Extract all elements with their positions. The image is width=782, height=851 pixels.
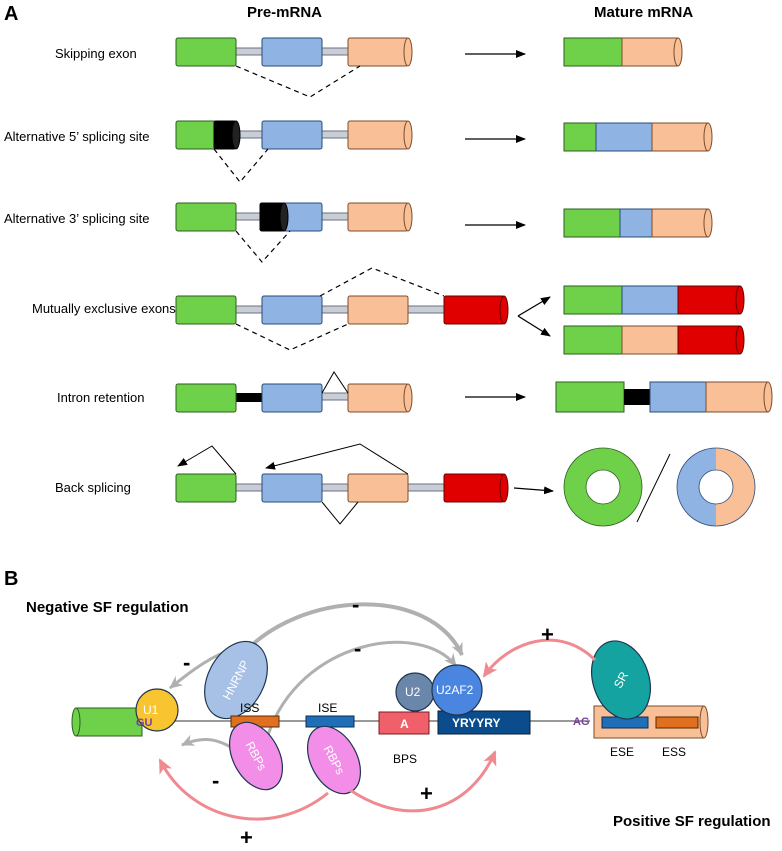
row-intron-retention: Intron retention	[57, 371, 773, 413]
right-exon	[593, 705, 709, 739]
mature-mrna-header: Mature mRNA	[594, 4, 693, 21]
minus-sign: -	[183, 650, 190, 675]
rbps-to-u1-positive-arrow	[158, 758, 329, 821]
minus-sign: -	[354, 636, 361, 661]
rbps-to-yryyry-positive-arrow	[349, 750, 497, 813]
row-label: Back splicing	[55, 480, 131, 495]
u2-snrnp: U2	[395, 672, 435, 712]
row-skipping-exon: Skipping exon	[55, 37, 683, 98]
row-label: Mutually exclusive exons	[32, 301, 176, 316]
yryyry-label: YRYYRY	[452, 716, 500, 730]
pre-mrna-header: Pre-mRNA	[247, 4, 322, 21]
hnrnp-protein: HNRNP	[204, 640, 268, 720]
bps-label: BPS	[393, 752, 417, 766]
u2af2-protein: U2AF2	[431, 664, 483, 716]
sr-protein: SR	[591, 640, 651, 720]
panel-a-label: A	[4, 3, 18, 25]
row-alt-5-splice: Alternative 5’ splicing site	[4, 120, 713, 183]
iss-label: ISS	[240, 701, 259, 715]
u2-label: U2	[405, 685, 421, 699]
plus-sign: +	[420, 781, 433, 806]
plus-sign: +	[541, 622, 554, 647]
row-alt-3-splice: Alternative 3’ splicing site	[4, 202, 713, 263]
bps-a-box	[378, 711, 430, 735]
positive-regulation-label: Positive SF regulation	[613, 813, 771, 830]
ise-label: ISE	[318, 701, 337, 715]
row-label: Skipping exon	[55, 46, 137, 61]
rbps-protein-middle: RBPs	[306, 725, 362, 795]
rbps-protein-left: RBPs	[228, 721, 284, 791]
u1-label: U1	[143, 703, 159, 717]
u1-snrnp: U1	[135, 688, 179, 732]
row-back-splicing: Back splicing	[55, 443, 756, 527]
ess-element	[655, 716, 699, 729]
minus-sign: -	[352, 592, 359, 617]
ess-label: ESS	[662, 745, 686, 759]
left-exon	[71, 707, 143, 737]
ese-label: ESE	[610, 745, 634, 759]
hnrnp-to-u2af2-arrow	[240, 602, 464, 657]
gu-site-label-front: GU	[136, 717, 153, 729]
ag-site-label: AG	[573, 716, 590, 728]
row-label: Intron retention	[57, 390, 144, 405]
rbps-to-u2af2-arrow	[266, 640, 458, 736]
row-mutually-exclusive: Mutually exclusive exons	[32, 267, 745, 355]
u2af2-label: U2AF2	[436, 683, 474, 697]
plus-sign: +	[240, 825, 253, 850]
bps-a-label: A	[400, 717, 409, 731]
sr-to-u2af2-arrow	[482, 638, 597, 678]
minus-sign: -	[212, 768, 219, 793]
negative-regulation-label: Negative SF regulation	[26, 599, 189, 616]
ise-element	[305, 715, 355, 728]
row-label: Alternative 5’ splicing site	[4, 129, 149, 144]
panel-b-label: B	[4, 568, 18, 590]
row-label: Alternative 3’ splicing site	[4, 211, 149, 226]
polypyrimidine-box	[437, 710, 531, 735]
